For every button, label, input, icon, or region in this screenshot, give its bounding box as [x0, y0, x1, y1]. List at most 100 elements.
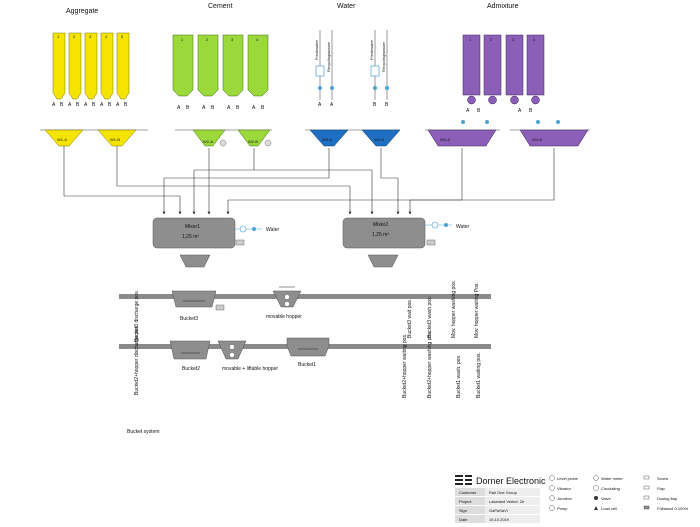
outlet-label-b: B [186, 105, 190, 111]
legend-label: Pump [557, 506, 568, 511]
cement-silos: 1 2 3 4 A B A B A B A B [172, 34, 269, 111]
title-key: Sign [459, 508, 467, 513]
mixer-discharge-hopper [179, 254, 211, 268]
outlet-label-a: A [318, 102, 322, 108]
vibrator-icon [549, 485, 555, 491]
cement-silo: 2 [197, 34, 219, 97]
valve-icon [330, 86, 334, 90]
silo-number: 1 [181, 37, 184, 42]
legend-label: Vibrator [557, 486, 572, 491]
bucket-2: Bucket2 [169, 340, 211, 372]
water-line-label: Freshwater [314, 39, 319, 60]
bucket-label: Bucket1 [298, 362, 316, 368]
aggregate-silo: 5 [116, 32, 130, 100]
motor-icon [426, 239, 436, 246]
bucket-system-label: Bucket system [127, 429, 160, 435]
scale-w1b: W1-B [97, 129, 137, 147]
valve-icon [536, 120, 540, 124]
scale-label: W2-A [203, 139, 213, 144]
scale-label: W3-B [374, 137, 384, 142]
admixture-tanks: 1 2 3 4 A B A B [462, 34, 545, 114]
outlet-label-a: A [227, 105, 231, 111]
valve-icon [461, 120, 465, 124]
bucket-track-2: Bucket2 movable + liftable hopper Bucket… [119, 325, 491, 398]
mixer-water-label: Water [266, 227, 279, 233]
valve-icon [373, 86, 377, 90]
valve-icon [444, 223, 448, 227]
legend-label: Circulating [601, 486, 620, 491]
valve-icon [318, 86, 322, 90]
scale-label: W4-B [532, 137, 542, 142]
aggregate-silo: 3 [84, 32, 98, 100]
mixer-1: Mixer1 1,25 m³ Water [152, 217, 279, 268]
outlet-label-b: B [236, 105, 240, 111]
scale-label: W4-A [440, 137, 450, 142]
position-label: Bucket3 wash pos. [427, 296, 433, 338]
hopper-label: movable + liftable hopper [222, 366, 278, 372]
level-indicator-icon [643, 505, 650, 510]
load-cell-icon [594, 506, 598, 510]
outlet-label-b: B [385, 102, 389, 108]
screw-icon [643, 475, 650, 480]
cement-silo: 3 [222, 34, 244, 97]
cement-silo: 1 [172, 34, 194, 97]
valve-icon [485, 120, 489, 124]
scale-w3b: W3-B [361, 129, 401, 147]
position-label: Bucket1 waiting pos. [476, 352, 482, 398]
legend-label: Screw [657, 476, 668, 481]
admixture-tank: 3 [505, 34, 524, 105]
title-key: Customer [459, 490, 477, 495]
scale-w4a: W4-A [427, 120, 497, 147]
company-logo [455, 475, 472, 485]
legend-label: Flap [657, 486, 666, 491]
position-label: Bucket2+hopper waiting pos. [402, 334, 408, 398]
tank-number: 1 [469, 37, 472, 42]
scale-w2b: W2-B [237, 129, 272, 147]
outlet-label-b: B [261, 105, 265, 111]
position-label: Bucket3 wait pos. [407, 299, 413, 338]
level-probe-icon [549, 475, 555, 481]
mixer-volume: 1,25 m³ [372, 232, 389, 238]
mixer-name: Mixer1 [185, 224, 200, 230]
hopper-label: movable hopper [266, 314, 302, 320]
water-meter-icon [239, 225, 247, 233]
water-meter-icon [315, 65, 325, 77]
water-line-label: Recyclingwasser [381, 41, 386, 72]
outlet-label-a: A [330, 102, 334, 108]
legend-label: Water meter [601, 476, 624, 481]
scale-label: W3-A [322, 137, 332, 142]
mixer-discharge-hopper [367, 254, 399, 268]
vibrator-icon [264, 139, 272, 147]
valve-icon [385, 86, 389, 90]
legend-label: Load cell [601, 506, 617, 511]
liftable-hopper: movable + liftable hopper [217, 340, 278, 372]
aggregate-silos: 1 2 3 4 5 A B A B A B A B A B [52, 32, 130, 108]
scale-label: W2-B [248, 139, 258, 144]
outlet-label-a: A [52, 102, 56, 108]
outlet-label-b: B [92, 102, 96, 108]
group-title-admixture: Admixture [487, 3, 519, 10]
mixer-volume: 1,25 m³ [182, 234, 199, 240]
title-key: Date [459, 517, 468, 522]
title-value: Lakeland Verkel. Zir [489, 499, 525, 504]
mixer-2: Mixer2 1,25 m³ Water [342, 217, 469, 268]
outlet-label-a: A [100, 102, 104, 108]
junction-icon [549, 495, 555, 501]
title-value: 15.10.2019 [489, 517, 510, 522]
outlet-label-a: A [116, 102, 120, 108]
position-label: Bucket2+hopper discharge pos. [134, 325, 140, 395]
mixer-name: Mixer2 [373, 222, 388, 228]
mixer-water-label: Water [456, 224, 469, 230]
tank-number: 2 [490, 37, 493, 42]
water-meter-icon [593, 475, 599, 481]
group-title-water: Water [337, 3, 356, 10]
outlet-label-b: B [108, 102, 112, 108]
silo-number: 2 [73, 34, 76, 39]
silo-number: 3 [89, 34, 92, 39]
bucket-label: Bucket3 [180, 316, 198, 322]
position-label: Bucket2+hopper washing pos. [427, 331, 433, 398]
position-label: Mov. hopper waiting Pos. [474, 282, 480, 338]
title-value: GaPaSaVi [489, 508, 508, 513]
flap-icon [643, 485, 650, 490]
position-label: Mov. hopper washing pos. [451, 280, 457, 338]
